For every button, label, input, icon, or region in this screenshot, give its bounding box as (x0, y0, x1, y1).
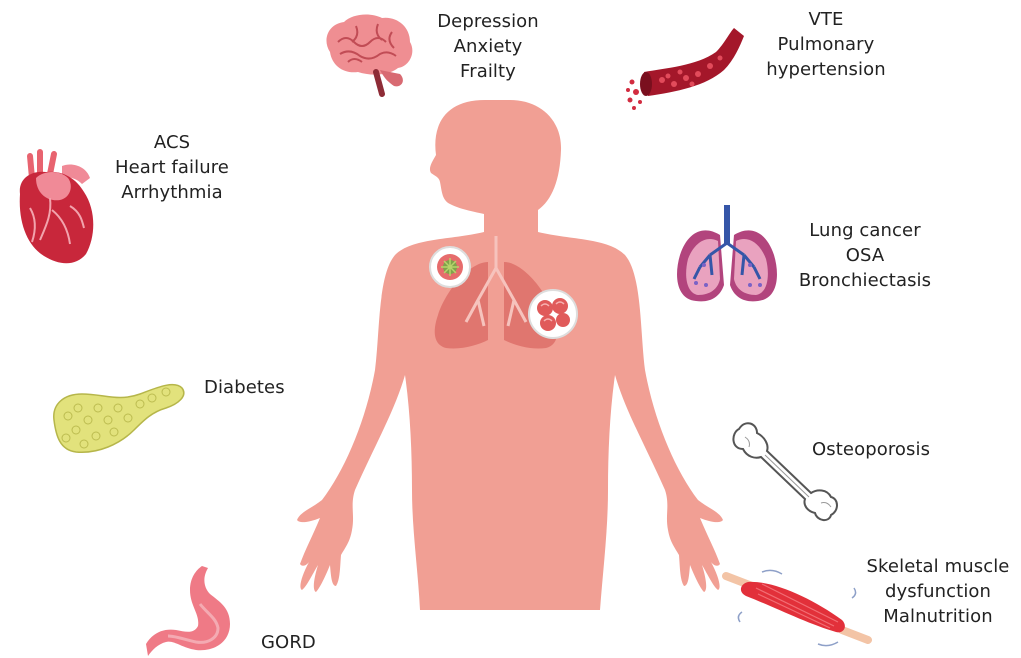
condition-pulmonary: Pulmonary (760, 32, 892, 57)
bone-icon (725, 415, 845, 525)
condition-acs: ACS (110, 130, 234, 155)
condition-frailty: Frailty (430, 59, 546, 84)
condition-diabetes: Diabetes (204, 375, 304, 400)
lung-zoom-left (430, 247, 470, 287)
muscle-conditions-label: Skeletal muscle dysfunction Malnutrition (862, 554, 1014, 629)
pancreas-conditions-label: Diabetes (204, 375, 304, 400)
condition-arrhythmia: Arrhythmia (110, 180, 234, 205)
stomach-icon (146, 564, 256, 658)
heart-icon (10, 148, 100, 268)
lung-zoom-right (529, 290, 577, 338)
condition-lung-cancer: Lung cancer (796, 218, 934, 243)
brain-conditions-label: Depression Anxiety Frailty (430, 9, 546, 84)
condition-skeletal-muscle: Skeletal muscle (862, 554, 1014, 579)
body-silhouette (297, 100, 723, 610)
condition-vte: VTE (760, 7, 892, 32)
condition-osa: OSA (796, 243, 934, 268)
heart-conditions-label: ACS Heart failure Arrhythmia (110, 130, 234, 205)
condition-anxiety: Anxiety (430, 34, 546, 59)
stomach-conditions-label: GORD (261, 630, 331, 655)
lungs-conditions-label: Lung cancer OSA Bronchiectasis (796, 218, 934, 293)
condition-gord: GORD (261, 630, 331, 655)
condition-hypertension: hypertension (760, 57, 892, 82)
condition-heart-failure: Heart failure (110, 155, 234, 180)
bone-conditions-label: Osteoporosis (812, 437, 942, 462)
condition-depression: Depression (430, 9, 546, 34)
brain-icon (318, 12, 418, 92)
blood-vessel-icon (626, 22, 746, 112)
condition-bronchiectasis: Bronchiectasis (796, 268, 934, 293)
condition-dysfunction: dysfunction (862, 579, 1014, 604)
muscle-icon (722, 568, 872, 648)
condition-osteoporosis: Osteoporosis (812, 437, 942, 462)
vessel-conditions-label: VTE Pulmonary hypertension (760, 7, 892, 82)
condition-malnutrition: Malnutrition (862, 604, 1014, 629)
lungs-icon (670, 205, 786, 305)
pancreas-icon (48, 380, 188, 456)
